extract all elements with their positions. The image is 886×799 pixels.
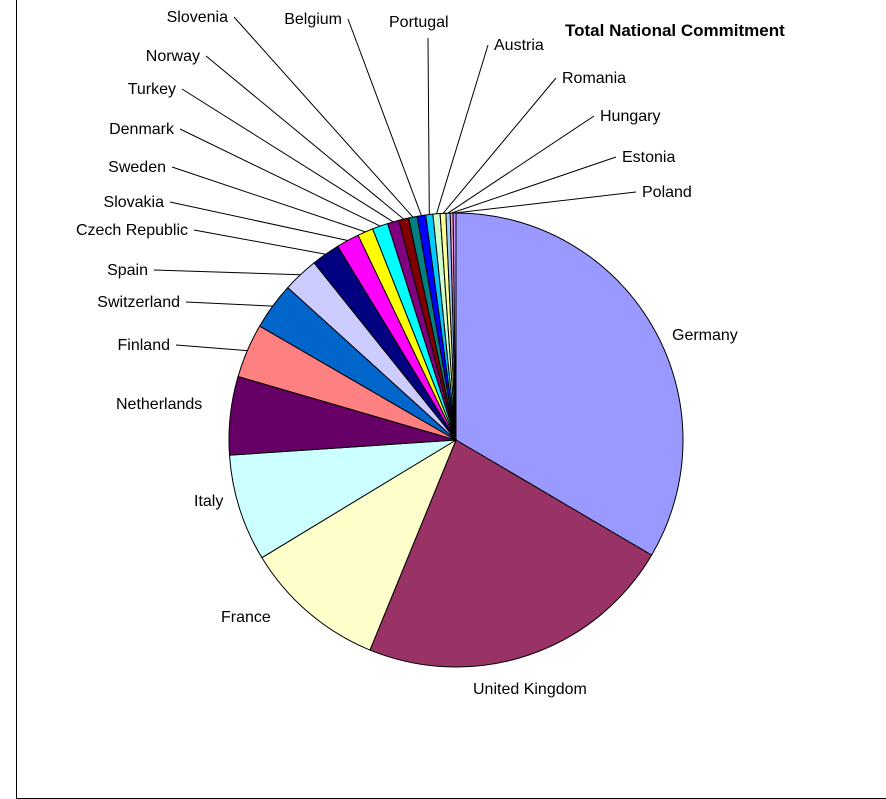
- slice-label-finland: Finland: [118, 337, 170, 354]
- slice-label-germany: Germany: [672, 327, 738, 344]
- leader-line-estonia: [451, 156, 617, 214]
- slice-label-turkey: Turkey: [128, 81, 176, 98]
- slice-label-romania: Romania: [562, 70, 626, 87]
- leader-line-austria: [436, 44, 489, 214]
- leader-line-norway: [205, 55, 405, 220]
- slice-label-italy: Italy: [194, 493, 223, 510]
- leader-line-switzerland: [185, 301, 273, 307]
- slice-label-belgium: Belgium: [284, 11, 342, 28]
- pie-slice-france: [261, 438, 458, 651]
- pie-slice-germany: [455, 212, 684, 556]
- pie-slices: [228, 212, 684, 668]
- slice-label-switzerland: Switzerland: [97, 294, 180, 311]
- leader-line-turkey: [181, 88, 394, 223]
- slice-label-czech-republic: Czech Republic: [76, 222, 188, 239]
- leader-line-portugal: [427, 37, 430, 215]
- slice-label-united-kingdom: United Kingdom: [473, 681, 587, 698]
- slice-label-estonia: Estonia: [622, 149, 675, 166]
- leader-line-slovenia: [233, 16, 414, 218]
- slice-label-denmark: Denmark: [109, 121, 175, 138]
- slice-label-poland: Poland: [642, 184, 692, 201]
- chart-title: Total National Commitment: [565, 21, 785, 40]
- leader-line-denmark: [179, 128, 381, 227]
- pie-slice-united-kingdom: [369, 439, 653, 668]
- leader-line-czech-republic: [193, 229, 326, 255]
- slice-label-sweden: Sweden: [108, 159, 166, 176]
- slice-label-austria: Austria: [494, 37, 544, 54]
- leader-line-sweden: [171, 166, 366, 233]
- slice-label-spain: Spain: [107, 262, 148, 279]
- slice-label-slovenia: Slovenia: [167, 9, 228, 26]
- slice-label-norway: Norway: [146, 48, 200, 65]
- leader-line-finland: [175, 344, 248, 352]
- leader-line-hungary: [447, 115, 595, 214]
- slice-label-netherlands: Netherlands: [116, 396, 202, 413]
- leader-line-spain: [153, 269, 301, 276]
- leader-line-belgium: [347, 18, 422, 216]
- leader-line-romania: [442, 77, 557, 214]
- slice-label-portugal: Portugal: [389, 14, 449, 31]
- label-leader-lines: [153, 16, 637, 352]
- slice-label-slovakia: Slovakia: [104, 194, 165, 211]
- leader-line-poland: [454, 191, 637, 214]
- leader-line-slovakia: [169, 201, 348, 241]
- slice-label-hungary: Hungary: [600, 108, 660, 125]
- pie-slice-italy: [228, 439, 457, 559]
- slice-label-france: France: [221, 609, 271, 626]
